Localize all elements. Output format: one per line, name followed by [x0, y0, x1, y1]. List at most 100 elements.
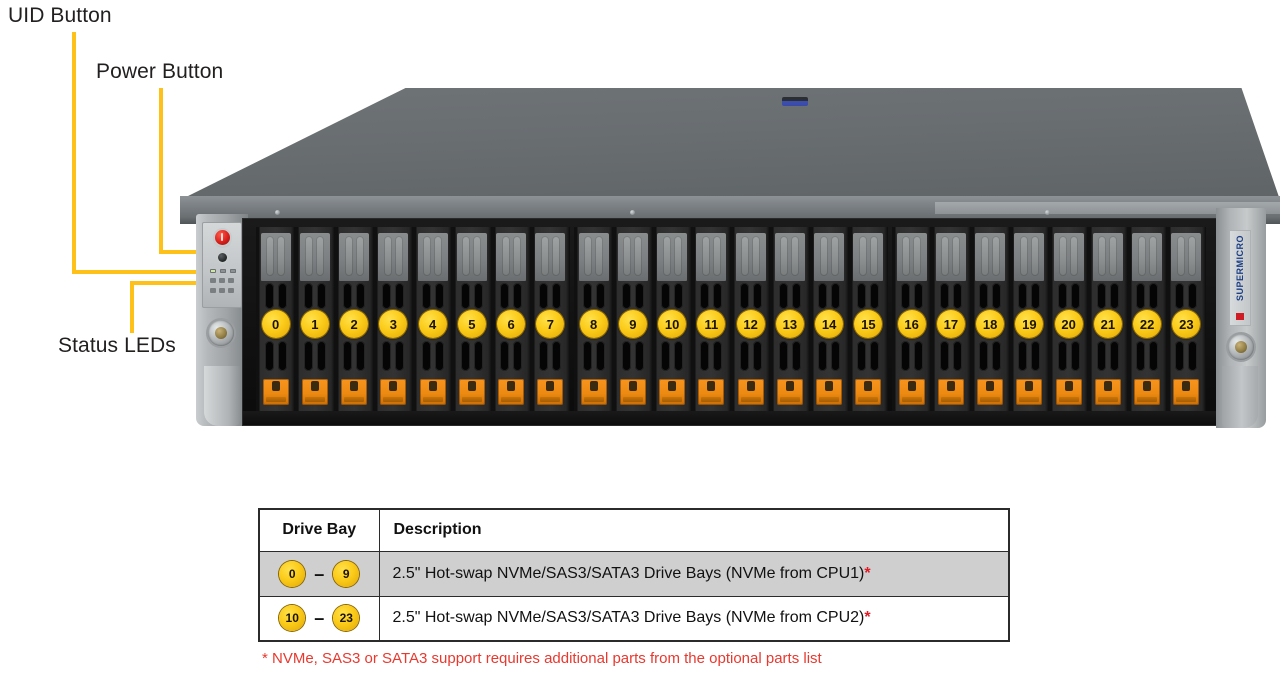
drive-bay-21[interactable]: 21 [1088, 227, 1128, 411]
drive-tray-vents-lower [1014, 341, 1044, 371]
drive-tray-latch-20[interactable] [1055, 379, 1082, 405]
table-header-drive-bay-text: Drive Bay [282, 521, 357, 539]
drive-tray-vent-plate [496, 233, 527, 281]
drive-bay-23[interactable]: 23 [1166, 227, 1206, 411]
drive-tray-latch-21[interactable] [1094, 379, 1121, 405]
drive-tray-vent-plate [578, 233, 609, 281]
drive-tray-latch-17[interactable] [937, 379, 964, 405]
drive-bay-1[interactable]: 1 [295, 227, 335, 411]
drive-tray-latch-4[interactable] [419, 379, 446, 405]
drive-bay-number-11: 11 [697, 310, 726, 338]
drive-tray-vents-upper [535, 283, 565, 309]
drive-tray-latch-3[interactable] [380, 379, 407, 405]
drive-bay-number-0: 0 [261, 310, 290, 338]
drive-tray-vents-upper [1132, 283, 1162, 309]
drive-bay-16[interactable]: 16 [892, 227, 932, 411]
status-callout-line-vertical [130, 281, 134, 333]
supermicro-logo-mark [1236, 313, 1244, 320]
bay-range: 0–9 [260, 560, 379, 587]
drive-tray-vent-plate [896, 233, 927, 281]
drive-tray-vents-lower [1093, 341, 1123, 371]
drive-tray-latch-16[interactable] [898, 379, 925, 405]
drive-bay-4[interactable]: 4 [413, 227, 453, 411]
drive-tray-latch-2[interactable] [341, 379, 368, 405]
drive-bay-number-7: 7 [536, 310, 565, 338]
table-cell-drive-bay-range: 0–9 [258, 550, 380, 597]
drive-bay-10[interactable]: 10 [652, 227, 692, 411]
drive-tray-latch-10[interactable] [659, 379, 686, 405]
drive-tray-vents-upper [775, 283, 805, 309]
drive-tray-vent-plate [1132, 233, 1163, 281]
drive-bay-19[interactable]: 19 [1009, 227, 1049, 411]
drive-tray-vents-lower [814, 341, 844, 371]
status-led-power [210, 269, 216, 273]
drive-tray-latch-12[interactable] [737, 379, 764, 405]
drive-tray-latch-19[interactable] [1016, 379, 1043, 405]
table-cell-description: 2.5" Hot-swap NVMe/SAS3/SATA3 Drive Bays… [378, 595, 1010, 642]
drive-tray-vents-upper [696, 283, 726, 309]
drive-bay-18[interactable]: 18 [970, 227, 1010, 411]
drive-bay-number-23: 23 [1172, 310, 1201, 338]
drive-tray-vents-lower [418, 341, 448, 371]
drive-tray-vent-plate [1014, 233, 1045, 281]
drive-tray-latch-23[interactable] [1173, 379, 1200, 405]
supermicro-logo-text: SUPERMICRO [1235, 235, 1245, 302]
drive-tray-vent-plate [535, 233, 566, 281]
drive-bay-number-10: 10 [658, 310, 687, 338]
drive-bay-3[interactable]: 3 [373, 227, 413, 411]
drive-bay-8[interactable]: 8 [574, 227, 614, 411]
drive-bay-5[interactable]: 5 [452, 227, 492, 411]
drive-tray-latch-5[interactable] [458, 379, 485, 405]
drive-bay-7[interactable]: 7 [530, 227, 570, 411]
bay-range-dash: – [314, 608, 325, 629]
drive-bay-2[interactable]: 2 [334, 227, 374, 411]
drive-bay-12[interactable]: 12 [731, 227, 771, 411]
drive-bay-number-21: 21 [1093, 310, 1122, 338]
drive-bay-9[interactable]: 9 [613, 227, 653, 411]
drive-tray-vents-lower [1132, 341, 1162, 371]
drive-bay-11[interactable]: 11 [691, 227, 731, 411]
drive-bay-number-20: 20 [1054, 310, 1083, 338]
table-header-row: Drive Bay Description [258, 508, 1010, 552]
drive-tray-vents-lower [775, 341, 805, 371]
drive-bay-14[interactable]: 14 [809, 227, 849, 411]
drive-bay-0[interactable]: 0 [256, 227, 296, 411]
drive-tray-latch-18[interactable] [977, 379, 1004, 405]
drive-bay-13[interactable]: 13 [770, 227, 810, 411]
drive-bay-20[interactable]: 20 [1049, 227, 1089, 411]
drive-tray-vents-upper [897, 283, 927, 309]
drive-tray-latch-9[interactable] [619, 379, 646, 405]
chassis-top-cover [180, 88, 1280, 200]
drive-bay-22[interactable]: 22 [1127, 227, 1167, 411]
drive-bay-15[interactable]: 15 [848, 227, 888, 411]
drive-tray-vents-upper [300, 283, 330, 309]
drive-bay-number-13: 13 [775, 310, 804, 338]
drive-tray-latch-6[interactable] [498, 379, 525, 405]
drive-tray-latch-1[interactable] [301, 379, 328, 405]
drive-bay-17[interactable]: 17 [931, 227, 971, 411]
bay-range-dash: – [314, 563, 325, 584]
drive-tray-latch-15[interactable] [855, 379, 882, 405]
drive-bay-number-19: 19 [1015, 310, 1044, 338]
drive-tray-vents-upper [736, 283, 766, 309]
drive-tray-latch-0[interactable] [262, 379, 289, 405]
drive-tray-vents-lower [1054, 341, 1084, 371]
drive-tray-vent-plate [617, 233, 648, 281]
drive-tray-vents-upper [378, 283, 408, 309]
drive-tray-latch-8[interactable] [580, 379, 607, 405]
drive-tray-latch-7[interactable] [537, 379, 564, 405]
uid-button[interactable] [218, 253, 227, 262]
drive-tray-latch-22[interactable] [1134, 379, 1161, 405]
drive-tray-latch-14[interactable] [816, 379, 843, 405]
drive-tray-latch-13[interactable] [776, 379, 803, 405]
drive-bay-number-3: 3 [379, 310, 408, 338]
status-leds-label: Status LEDs [58, 334, 176, 357]
drive-tray-vent-plate [774, 233, 805, 281]
drive-bay-6[interactable]: 6 [491, 227, 531, 411]
rail-screw [630, 210, 635, 215]
drive-tray-vent-plate [814, 233, 845, 281]
drive-tray-latch-11[interactable] [698, 379, 725, 405]
power-button[interactable] [215, 230, 230, 245]
